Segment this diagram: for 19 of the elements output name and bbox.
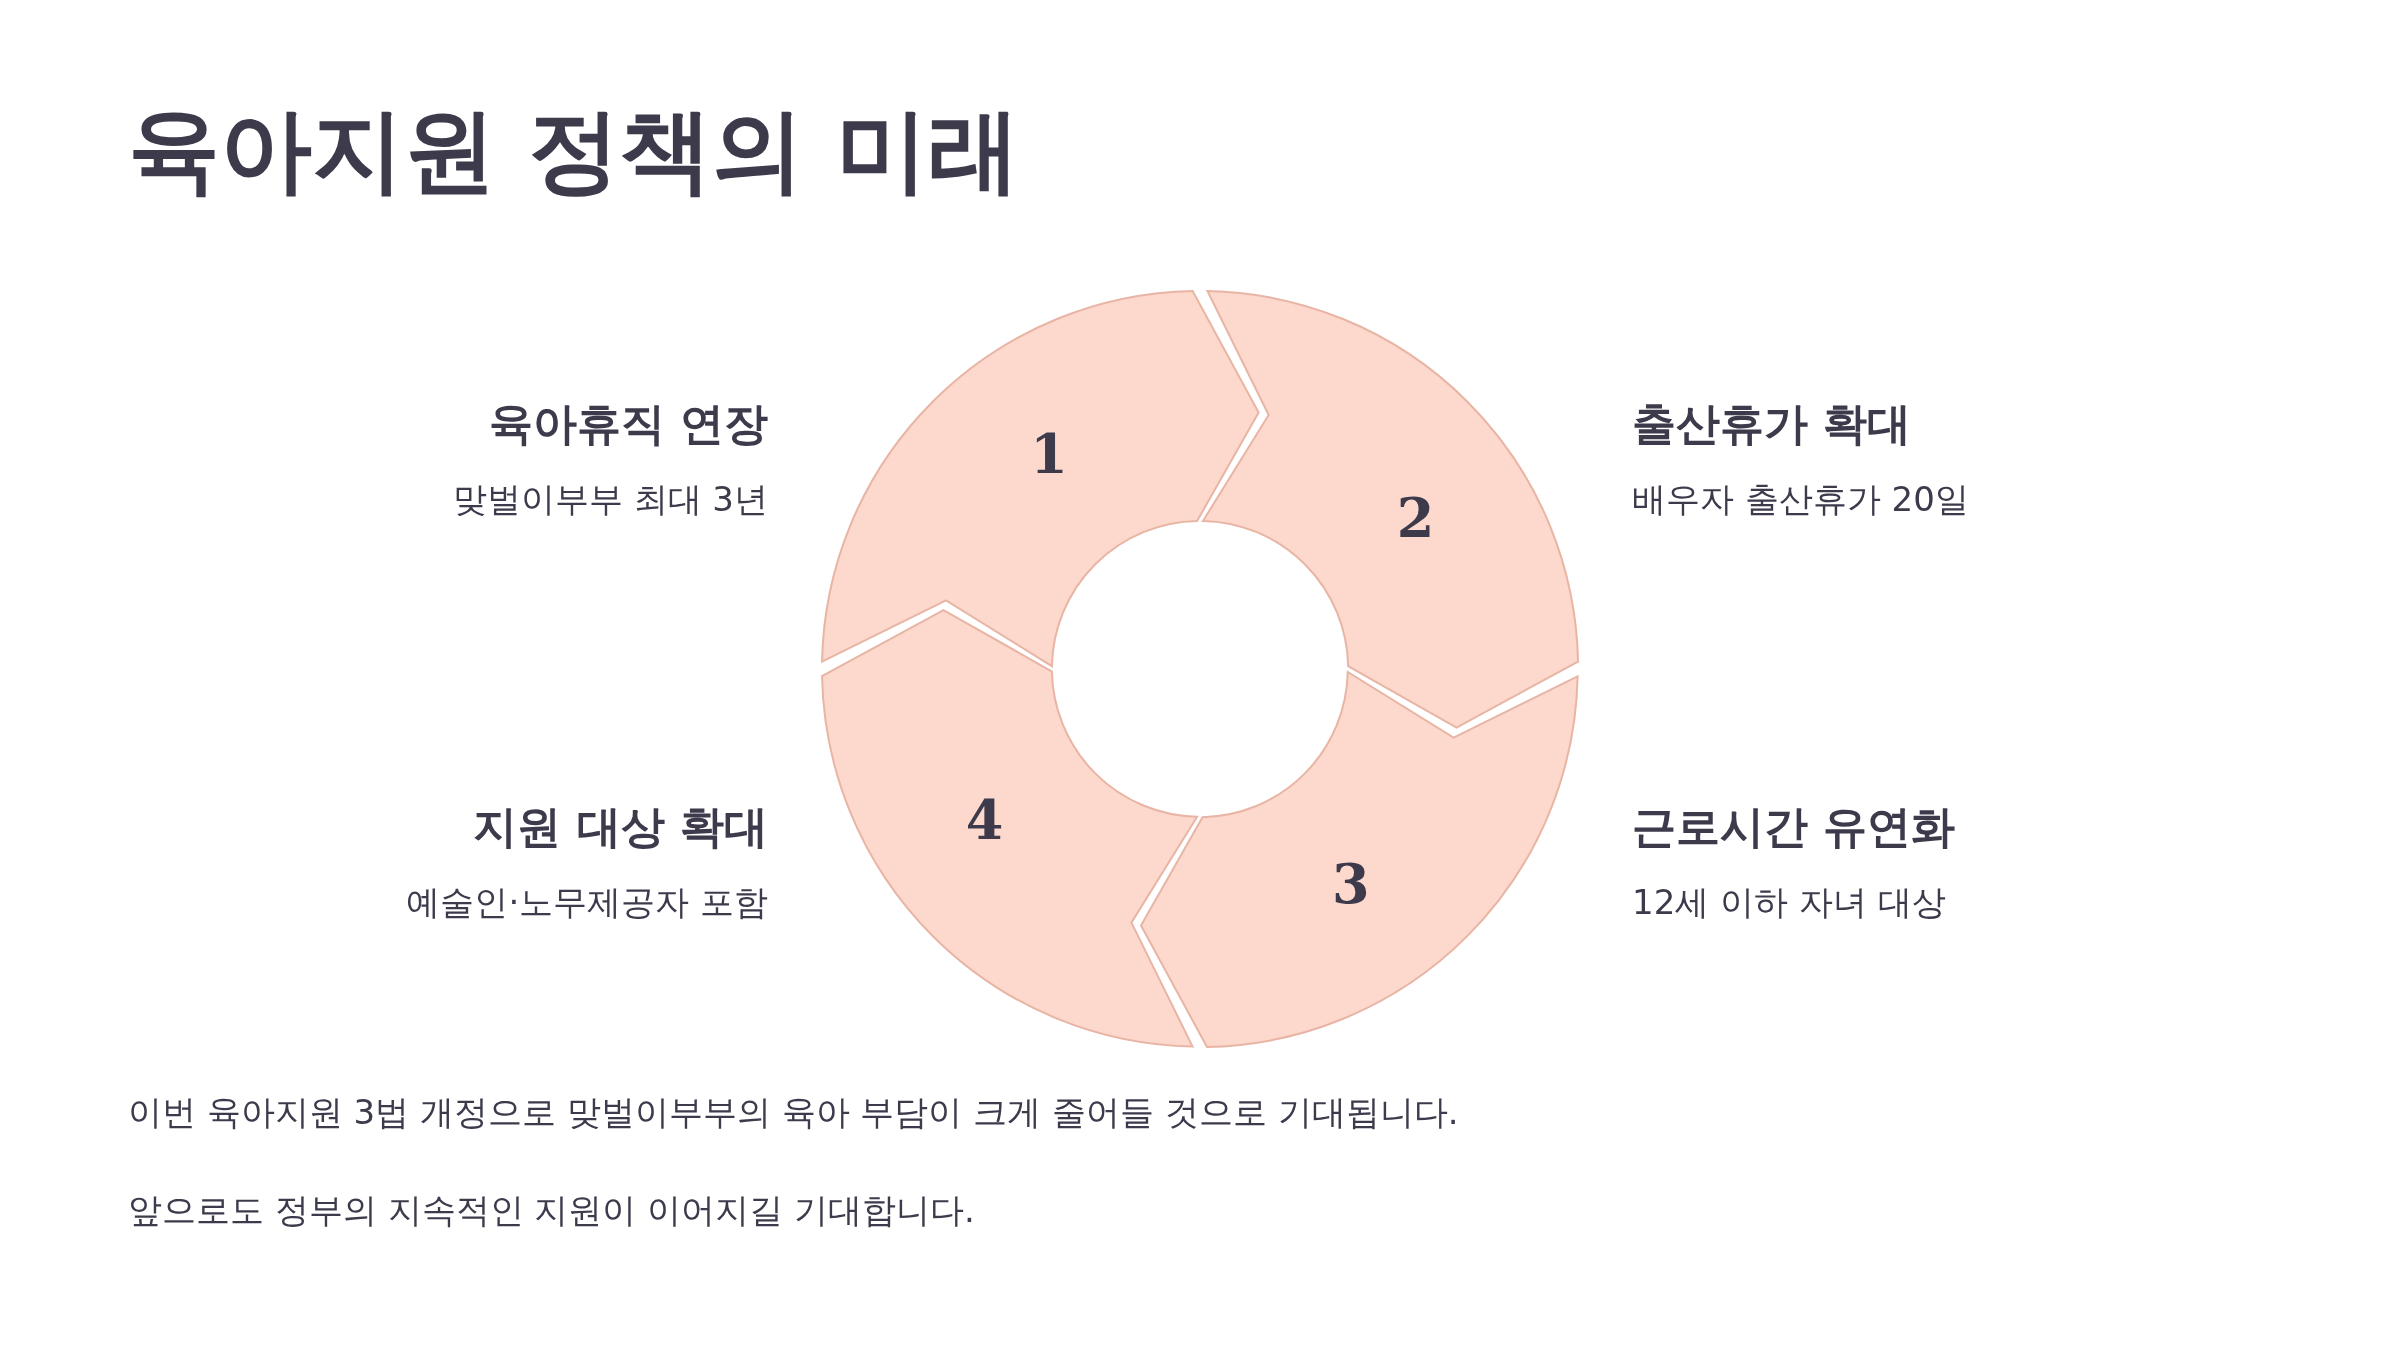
cycle-arrow-segment — [820, 289, 1261, 669]
step-heading: 출산휴가 확대 — [1632, 397, 1912, 451]
cycle-arrow-segment — [1200, 289, 1580, 730]
note-text: 이번 육아지원 3법 개정으로 맞벌이부부의 육아 부담이 크게 줄어들 것으로 기대됩니다. — [128, 1091, 1459, 1134]
step-heading: 육아휴직 연장 — [488, 397, 768, 451]
note-text: 앞으로도 정부의 지속적인 지원이 이어지길 기대합니다. — [128, 1189, 975, 1232]
step-number: 1 — [1030, 421, 1068, 486]
step-description: 배우자 출산휴가 20일 — [1632, 478, 1969, 521]
page-title: 육아지원 정책의 미래 — [128, 100, 1021, 202]
step-number: 3 — [1332, 852, 1370, 917]
step-number: 2 — [1396, 486, 1435, 551]
cycle-arrow-segment — [1139, 669, 1580, 1049]
step-number: 4 — [965, 787, 1004, 852]
step-heading: 근로시간 유연화 — [1632, 800, 1956, 854]
step-description: 예술인·노무제공자 포함 — [406, 881, 768, 924]
step-heading: 지원 대상 확대 — [473, 800, 768, 854]
cycle-arrow-segment — [820, 608, 1200, 1049]
step-description: 12세 이하 자녀 대상 — [1632, 881, 1946, 924]
step-description: 맞벌이부부 최대 3년 — [452, 478, 768, 521]
